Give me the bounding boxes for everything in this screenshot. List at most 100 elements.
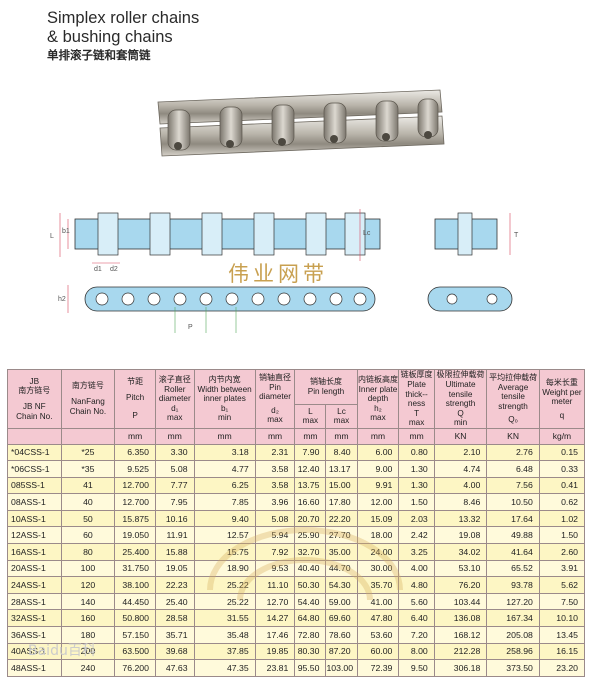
header-pin-length: 销轴长度 Pin length — [294, 369, 358, 405]
value-cell: 30.00 — [356, 559, 400, 578]
value-cell: 41.00 — [356, 592, 400, 611]
chain-no-cell: *04CSS-1 — [7, 443, 62, 462]
value-cell: 44.70 — [325, 559, 358, 578]
value-cell: 2.03 — [398, 509, 435, 528]
value-cell: 3.58 — [254, 476, 296, 495]
value-cell: 93.78 — [486, 576, 540, 594]
value-cell: 11.10 — [254, 576, 296, 594]
value-cell: 168.12 — [433, 626, 488, 644]
value-cell: 59.00 — [325, 592, 358, 611]
value-cell: 1.30 — [398, 476, 435, 495]
value-cell: 7.50 — [538, 592, 586, 611]
chain-no-cell: 28ASS-1 — [7, 592, 62, 611]
value-cell: 16.60 — [294, 493, 327, 511]
header-plate-thickness: 链板厚度 Plate thick--ness T max — [398, 369, 435, 429]
label-d2: d2 — [110, 266, 118, 273]
chain-no-cell: 16ASS-1 — [7, 543, 62, 561]
top-view-drawing: L b1 d1 d2 Lc — [50, 209, 381, 273]
unit-cell: mm — [294, 427, 327, 445]
value-cell: 16.15 — [538, 642, 586, 661]
header-average-tensile-strength: 平均拉伸载荷 Average tensile strength Q₀ — [486, 369, 540, 429]
unit-cell: KN — [486, 427, 540, 445]
value-cell: 60.00 — [356, 642, 400, 661]
value-cell: 5.62 — [538, 576, 586, 594]
value-cell: 373.50 — [486, 659, 540, 677]
header-width-inner-plates: 内节内宽 Width between inner plates b₁ min — [193, 369, 256, 429]
table-header-row: JB 南方链号 JB NF Chain No. 南方链号 NanFang Cha… — [7, 369, 586, 429]
value-cell: 3.25 — [398, 543, 435, 561]
value-cell: 12.57 — [193, 526, 256, 545]
unit-cell: KN — [433, 427, 488, 445]
value-cell: 13.32 — [433, 509, 488, 528]
value-cell: 103.44 — [433, 592, 488, 611]
value-cell: 3.30 — [154, 443, 195, 462]
value-cell: 50.800 — [114, 609, 156, 628]
value-cell: 34.02 — [433, 543, 488, 561]
baidu-watermark: Baidu百科 — [28, 643, 96, 659]
value-cell: 23.81 — [254, 659, 296, 677]
value-cell: 12.00 — [356, 493, 400, 511]
label-L: L — [50, 233, 54, 240]
value-cell: 35.71 — [154, 626, 195, 644]
value-cell: 10.50 — [486, 493, 540, 511]
label-b1: b1 — [62, 228, 70, 235]
header-pitch: 节距 Pitch P — [114, 369, 156, 429]
page-title: Simplex roller chains & bushing chains 单… — [47, 9, 199, 63]
header-ultimate-tensile-strength: 极限拉伸载荷 Ultimate tensile strength Q min — [433, 369, 488, 429]
nanfang-no-cell: 100 — [60, 559, 116, 578]
label-d1: d1 — [94, 266, 102, 273]
value-cell: 65.52 — [486, 559, 540, 578]
value-cell: 39.68 — [154, 642, 195, 661]
value-cell: 4.80 — [398, 576, 435, 594]
value-cell: 95.50 — [294, 659, 327, 677]
title-line-2: & bushing chains — [47, 28, 173, 46]
value-cell: 23.20 — [538, 659, 586, 677]
unit-cell: kg/m — [538, 427, 586, 445]
value-cell: 2.76 — [486, 443, 540, 462]
value-cell: 9.525 — [114, 460, 156, 478]
value-cell: 25.90 — [294, 526, 327, 545]
value-cell: 103.00 — [325, 659, 358, 677]
value-cell: 0.15 — [538, 443, 586, 462]
value-cell: 8.40 — [325, 443, 358, 462]
header-pin-length-Lc: Lc max — [325, 404, 358, 429]
value-cell: 63.500 — [114, 642, 156, 661]
value-cell: 47.63 — [154, 659, 195, 677]
value-cell: 78.60 — [325, 626, 358, 644]
value-cell: 19.85 — [254, 642, 296, 661]
technical-drawings: L b1 d1 d2 Lc T h2 P — [50, 209, 519, 333]
unit-cell: mm — [193, 427, 256, 445]
value-cell: 0.41 — [538, 476, 586, 495]
nanfang-no-cell: 240 — [60, 659, 116, 677]
value-cell: 18.00 — [356, 526, 400, 545]
nanfang-no-cell: 41 — [60, 476, 116, 495]
value-cell: 76.200 — [114, 659, 156, 677]
value-cell: 69.60 — [325, 609, 358, 628]
header-jb-chain-no: JB 南方链号 JB NF Chain No. — [7, 369, 62, 429]
value-cell: 12.70 — [254, 592, 296, 611]
header-inner-plate-depth: 内链板高度 Inner plate depth h₂ max — [356, 369, 400, 429]
value-cell: 10.10 — [538, 609, 586, 628]
value-cell: 35.70 — [356, 576, 400, 594]
value-cell: 87.20 — [325, 642, 358, 661]
value-cell: 3.96 — [254, 493, 296, 511]
value-cell: 1.30 — [398, 460, 435, 478]
unit-cell: mm — [398, 427, 435, 445]
value-cell: 50.30 — [294, 576, 327, 594]
table-subheader-row: L max Lc max — [8, 404, 585, 429]
value-cell: 4.74 — [433, 460, 488, 478]
title-line-chinese: 单排滚子链和套筒链 — [47, 48, 151, 62]
value-cell: 6.48 — [486, 460, 540, 478]
value-cell: 7.77 — [154, 476, 195, 495]
value-cell: 54.30 — [325, 576, 358, 594]
value-cell: 9.00 — [356, 460, 400, 478]
value-cell: 8.46 — [433, 493, 488, 511]
value-cell: 19.05 — [154, 559, 195, 578]
chain-photo — [157, 89, 445, 157]
